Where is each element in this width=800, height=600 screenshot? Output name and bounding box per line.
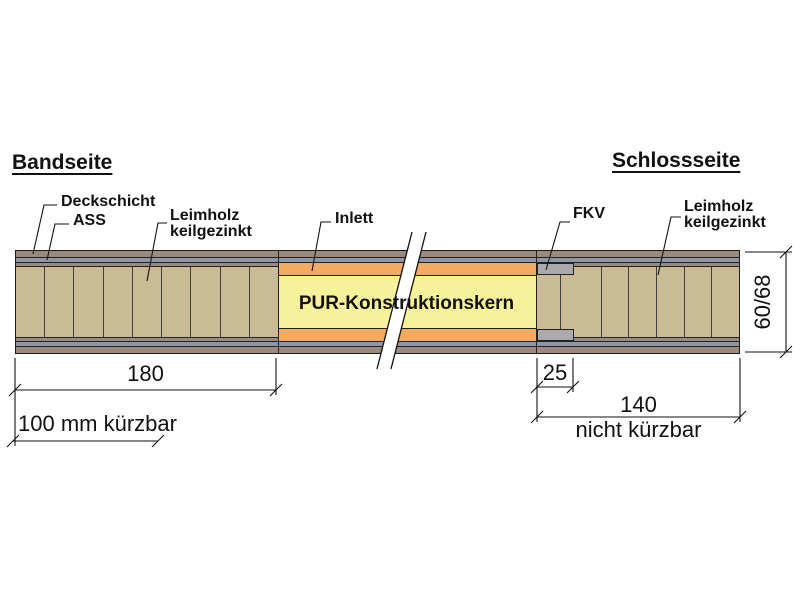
fkv-edge-wood: [537, 275, 574, 329]
fkv-plate-bottom: [537, 329, 574, 341]
dimension-thickness: 60/68: [750, 274, 775, 330]
leimholz-block-right: [574, 251, 739, 353]
hinge-side-heading: Bandseite: [12, 151, 113, 174]
deckschicht-label: Deckschicht: [61, 193, 156, 210]
fkv-label: FKV: [573, 205, 605, 222]
pur-core-text: PUR-Konstruktionskern: [298, 293, 515, 314]
leimholz-block-left: [16, 251, 278, 353]
fkv-plate-top: [537, 263, 574, 275]
lock-side-heading: Schlossseite: [612, 149, 741, 172]
inlett-layer-top: [279, 263, 536, 275]
deckschicht-leader: [32, 204, 57, 255]
dimension-25: 25: [542, 360, 568, 385]
leimholz-right-label: Leimholz keilgezinkt: [684, 198, 766, 231]
deckschicht-layer-bottom: [16, 347, 278, 353]
dimension-180: 180: [127, 361, 164, 386]
inlett-label: Inlett: [335, 210, 374, 227]
finger-joint-wood-right: [574, 267, 739, 337]
lock-shortening-note: nicht kürzbar: [575, 417, 702, 442]
inlett-layer-bottom: [279, 329, 536, 341]
fkv-strip: [537, 251, 574, 353]
ass-layer-bottom: [16, 342, 278, 346]
hinge-shortening-note: 100 mm kürzbar: [18, 411, 177, 436]
finger-joint-wood: [16, 267, 278, 337]
ass-label: ASS: [73, 212, 106, 229]
leimholz-left-label: Leimholz keilgezinkt: [170, 207, 252, 240]
dimension-140: 140: [620, 392, 657, 417]
